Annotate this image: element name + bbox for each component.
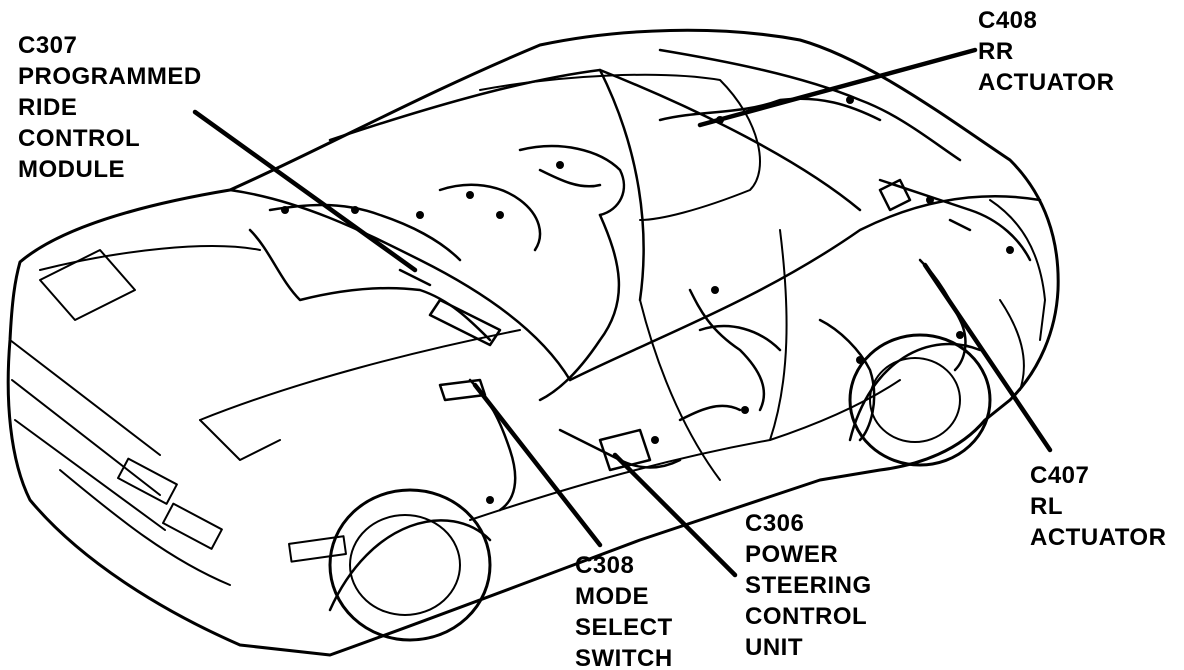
leader-lines (192, 47, 1053, 578)
c308-line-4: SWITCH (575, 645, 673, 670)
callout-c408: C408 RR ACTUATOR (978, 5, 1114, 98)
c307-id: C307 (18, 32, 78, 59)
c306-line-4: CONTROL (745, 603, 868, 630)
c308-line-3: SELECT (575, 614, 673, 641)
callout-c306: C306 POWER STEERING CONTROL UNIT (745, 508, 872, 663)
leader-c306 (612, 452, 738, 578)
c306-line-2: POWER (745, 541, 839, 568)
front-wheel (328, 488, 492, 642)
rear-wheel (848, 333, 992, 467)
c306-id: C306 (745, 510, 805, 537)
c306-line-5: UNIT (745, 634, 803, 661)
c407-line-3: ACTUATOR (1030, 524, 1167, 551)
c307-line-3: RIDE (18, 94, 78, 121)
c407-id: C407 (1030, 462, 1090, 489)
callout-c308: C308 MODE SELECT SWITCH (575, 550, 673, 670)
c408-line-3: ACTUATOR (978, 69, 1115, 96)
wiring-harness (248, 48, 1032, 512)
c308-line-2: MODE (575, 583, 649, 610)
car-body (6, 28, 1060, 657)
c307-line-2: PROGRAMMED (18, 63, 202, 90)
leader-c308 (472, 382, 603, 548)
c408-line-2: RR (978, 38, 1014, 65)
callout-c307: C307 PROGRAMMED RIDE CONTROL MODULE (18, 30, 202, 185)
leader-c307 (192, 109, 418, 273)
c408-id: C408 (978, 7, 1038, 34)
callout-c407: C407 RL ACTUATOR (1030, 460, 1166, 553)
leader-c408 (697, 47, 978, 128)
c306-line-3: STEERING (745, 572, 872, 599)
c308-id: C308 (575, 552, 635, 579)
c407-line-2: RL (1030, 493, 1063, 520)
leader-c407 (922, 262, 1053, 453)
c307-line-4: CONTROL (18, 125, 141, 152)
connector-dots (281, 96, 1014, 504)
c307-line-5: MODULE (18, 156, 125, 183)
